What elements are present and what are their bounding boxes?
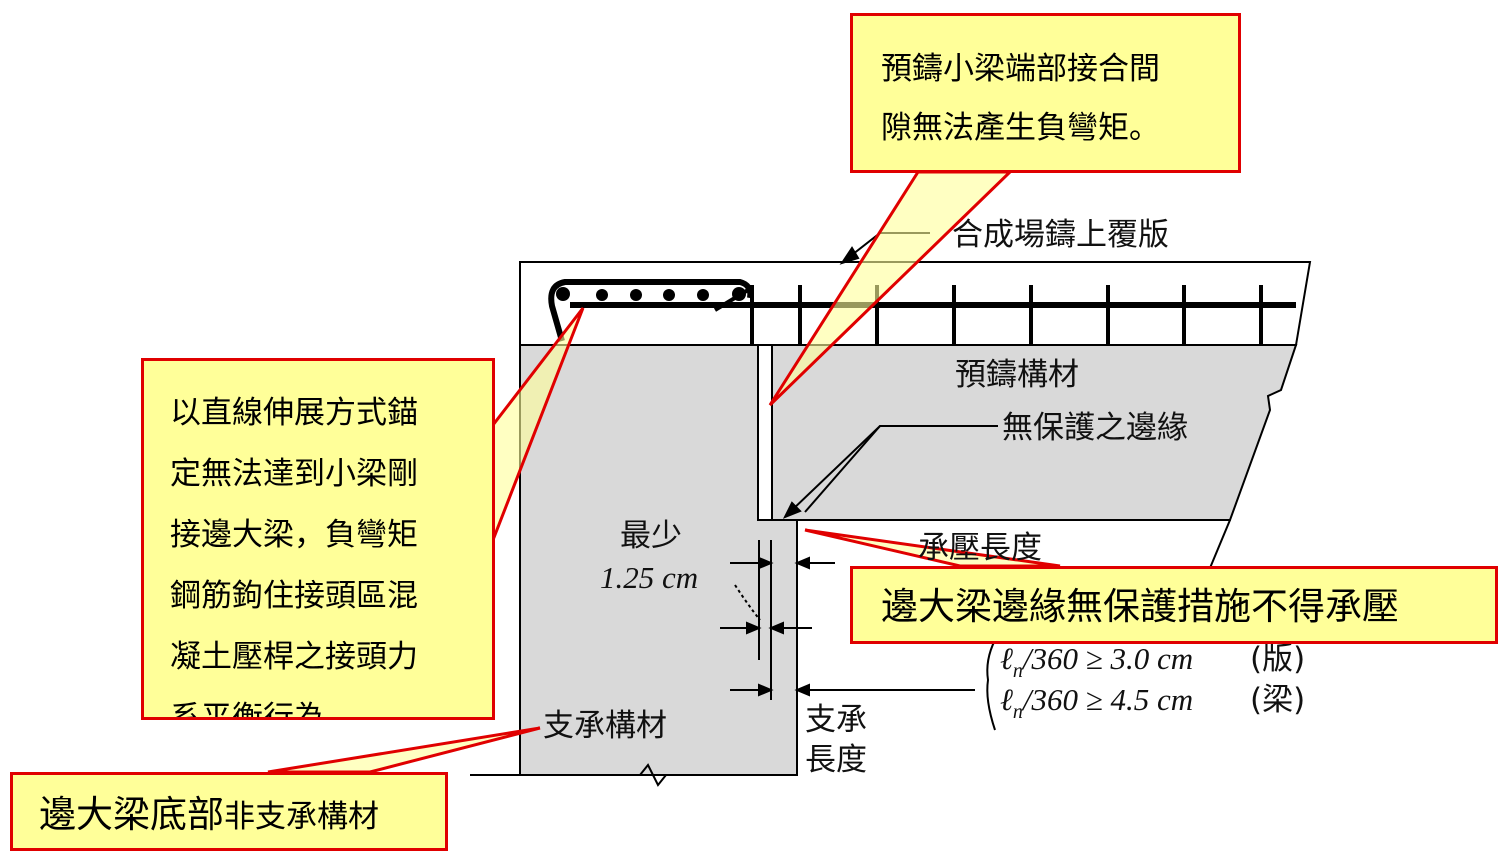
joint-gap (757, 344, 773, 521)
supporting-member (519, 344, 798, 776)
label-min-clearance: 1.25 cm (600, 560, 698, 595)
formula-slab-expr: /360 ≥ 3.0 cm (1021, 641, 1193, 676)
formula-slab: ℓn/360 ≥ 3.0 cm (版) (1000, 641, 1305, 682)
callout-left: 以直線伸展方式錨 定無法達到小梁剛 接邊大梁，負彎矩 鋼筋鉤住接頭區混 凝土壓桿… (141, 358, 495, 720)
callout-bottom-pointer (267, 726, 541, 774)
callout-top-line: 預鑄小梁端部接合間 (881, 51, 1160, 87)
label-supporting-member: 支承構材 (543, 708, 667, 744)
callout-right: 邊大梁邊緣無保護措施不得承壓 (850, 566, 1498, 644)
dimension-lines (720, 540, 996, 731)
formula-beam-expr: /360 ≥ 4.5 cm (1021, 682, 1193, 717)
label-unprotected-edge: 無保護之邊緣 (1002, 410, 1188, 446)
callout-left-line: 定無法達到小梁剛 (170, 456, 418, 492)
formula-beam-subscript: n (1013, 701, 1023, 723)
svg-text:ℓn/360 ≥ 3.0 cm: ℓn/360 ≥ 3.0 cm (1000, 641, 1193, 682)
svg-text:ℓn/360 ≥ 4.5 cm: ℓn/360 ≥ 4.5 cm (1000, 682, 1193, 723)
formula-slab-symbol: ℓ (1000, 641, 1013, 676)
formula-beam-symbol: ℓ (1000, 682, 1013, 717)
callout-left-line: 系平衡行為 (170, 700, 325, 720)
reinforcement-bars (556, 287, 746, 301)
callout-right-text: 邊大梁邊緣無保護措施不得承壓 (881, 585, 1399, 628)
formula-slab-unit: (版) (1250, 641, 1305, 677)
callout-bottom-text-small: 非支承構材 (224, 799, 379, 835)
callout-top-line: 隙無法產生負彎矩。 (881, 110, 1160, 146)
callout-left-line: 以直線伸展方式錨 (170, 395, 418, 431)
label-topping-slab: 合成場鑄上覆版 (952, 217, 1169, 253)
label-bearing-length-line2: 長度 (805, 742, 867, 778)
callout-top: 預鑄小梁端部接合間 隙無法產生負彎矩。 (850, 13, 1241, 173)
callout-left-line: 凝土壓桿之接頭力 (170, 639, 418, 675)
formula-slab-subscript: n (1013, 660, 1023, 682)
callout-left-line: 接邊大梁，負彎矩 (170, 517, 418, 553)
label-bearing-length-top: 承壓長度 (918, 530, 1042, 566)
callout-bottom: 邊大梁底部非支承構材 (10, 772, 448, 851)
label-bearing-length-line1: 支承 (805, 702, 867, 738)
callout-bottom-text-large: 邊大梁底部 (39, 793, 224, 836)
slab-stirrups (750, 285, 1263, 345)
precast-member (771, 344, 1298, 521)
break-mark-bottom (639, 763, 667, 787)
label-precast-member: 預鑄構材 (955, 357, 1079, 393)
callout-left-line: 鋼筋鉤住接頭區混 (170, 578, 418, 614)
formula-beam: ℓn/360 ≥ 4.5 cm (梁) (1000, 682, 1305, 723)
formula-beam-unit: (梁) (1250, 682, 1305, 718)
label-minimum: 最少 (620, 518, 682, 554)
